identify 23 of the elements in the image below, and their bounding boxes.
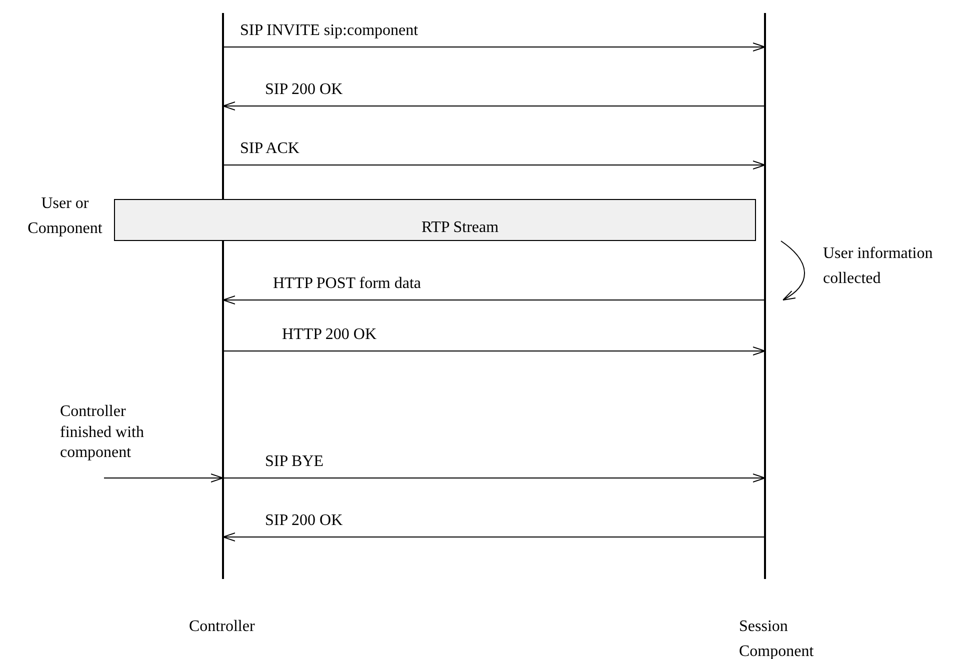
- message-arrow: [222, 532, 766, 542]
- message-arrow: [222, 102, 766, 110]
- message-arrow: [222, 42, 766, 52]
- annotation-text: User or Component: [26, 194, 104, 239]
- note-text: Controller finished with component: [60, 402, 145, 463]
- message-arrow: [222, 296, 766, 304]
- message-arrow: [222, 474, 766, 482]
- stream-bar: [114, 199, 756, 241]
- message-label: SIP 200 OK: [265, 80, 343, 100]
- message-label: HTTP 200 OK: [282, 325, 377, 345]
- message-label: SIP 200 OK: [265, 511, 343, 531]
- stream-label: RTP Stream: [421, 218, 499, 238]
- lifeline: [222, 13, 224, 579]
- message-label: SIP ACK: [240, 139, 300, 159]
- message-label: SIP INVITE sip:component: [240, 21, 418, 41]
- message-arrow: [222, 160, 766, 170]
- message-arrow: [104, 474, 224, 482]
- message-label: SIP BYE: [265, 452, 324, 472]
- annotation-text: User information collected: [823, 244, 934, 289]
- message-label: HTTP POST form data: [273, 274, 421, 294]
- lifeline: [764, 13, 766, 579]
- message-arrow: [222, 346, 766, 356]
- lifeline-label: Controller: [189, 617, 256, 637]
